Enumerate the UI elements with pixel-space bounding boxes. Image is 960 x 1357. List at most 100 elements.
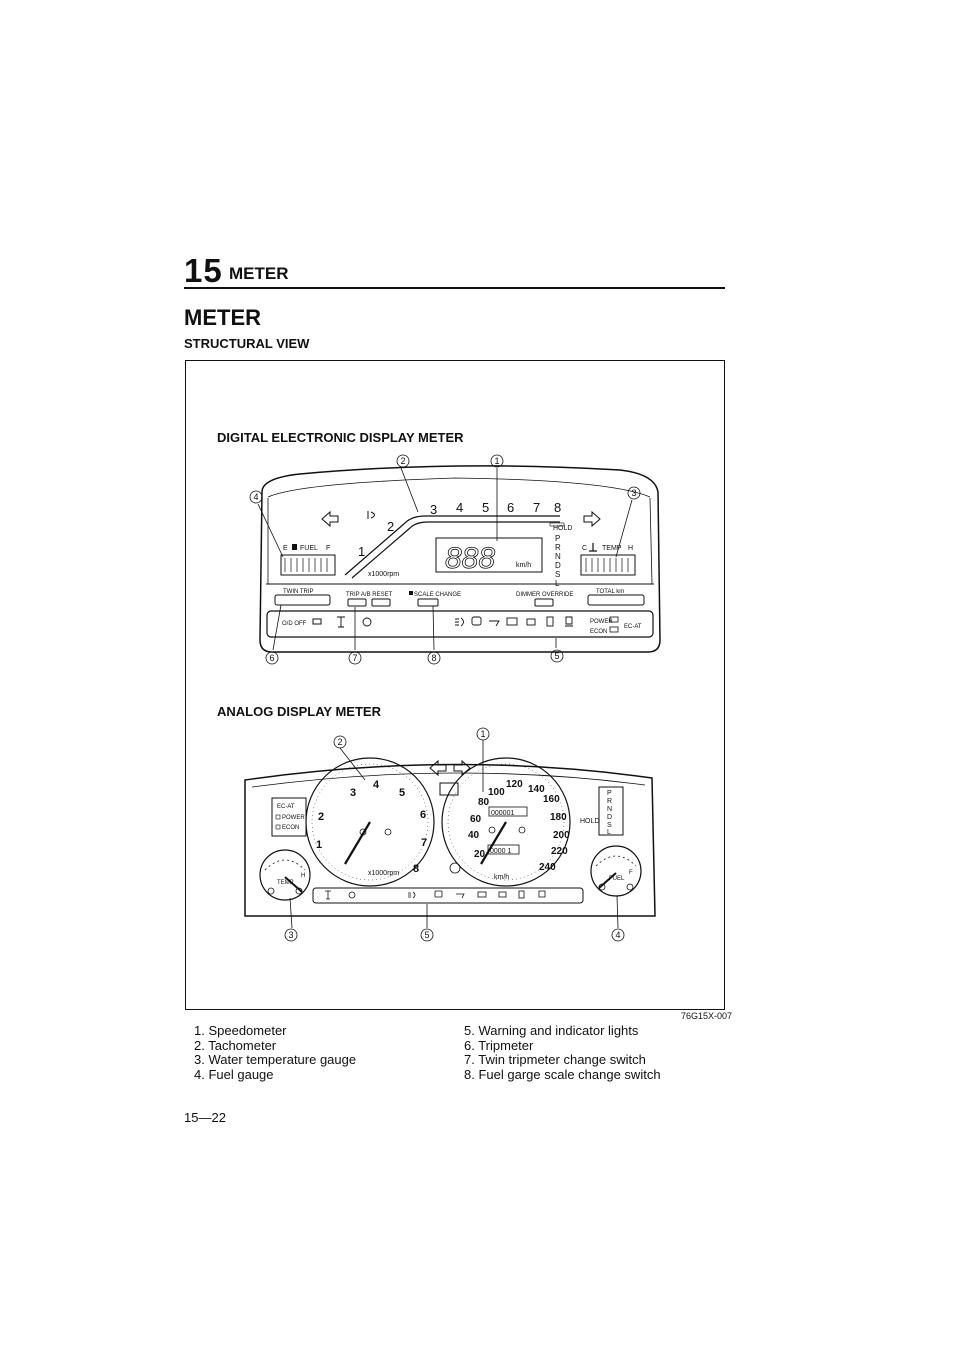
- temp-h-label: H: [628, 545, 633, 552]
- dimmer-override-button[interactable]: [534, 598, 554, 607]
- section-title: METER: [184, 305, 261, 330]
- analog-econ-label: ECON: [282, 825, 299, 831]
- analog-gear-letter: R: [607, 798, 612, 805]
- chapter-number: 15: [184, 252, 223, 289]
- analog-temp-needle: [284, 876, 303, 893]
- callout-8: 8: [431, 653, 436, 663]
- digital-speed-unit: km/h: [516, 562, 531, 569]
- subsection-title: STRUCTURAL VIEW: [184, 336, 310, 351]
- callout-4: 4: [253, 492, 258, 502]
- analog-speed-number: 200: [553, 830, 570, 841]
- digital-tach-number: 2: [387, 519, 394, 534]
- reset-button[interactable]: [371, 598, 391, 607]
- digital-tach-number: 1: [358, 544, 365, 559]
- analog-speedo-ticks: [447, 763, 565, 881]
- callout-5: 5: [554, 651, 559, 661]
- analog-hold-label: HOLD: [580, 818, 599, 825]
- turn-left-icon: [321, 510, 339, 528]
- analog-gear-letter: L: [607, 829, 611, 836]
- callout-2: 2: [400, 456, 405, 466]
- analog-tach-number: 7: [421, 837, 427, 849]
- twin-trip-label: TWIN TRIP: [283, 589, 314, 595]
- odometer-value: 000001: [491, 810, 514, 817]
- dimmer-label: DIMMER OVERRIDE: [516, 592, 573, 598]
- digital-tach-number: 6: [507, 500, 514, 515]
- temp-icon: [589, 543, 597, 552]
- analog-temp-h: H: [301, 873, 305, 879]
- digital-speed-window: [435, 537, 543, 573]
- scale-change-button[interactable]: [417, 598, 439, 607]
- analog-tach-needle: [344, 821, 371, 865]
- gear-letter: N: [555, 552, 561, 561]
- analog-tach-number: 8: [413, 863, 419, 875]
- gear-indicator-box: [598, 786, 624, 836]
- analog-speed-number: 220: [551, 846, 568, 857]
- trip-window: [487, 844, 520, 855]
- analog-fuel-f: F: [629, 870, 633, 876]
- analog-fuel-gauge: [590, 845, 642, 897]
- fuel-pump-icon: [292, 544, 297, 550]
- analog-callout-1: 1: [480, 729, 485, 739]
- twin-trip-display: [274, 594, 331, 606]
- analog-speed-number: 140: [528, 784, 545, 795]
- trip-reset-knob[interactable]: [449, 862, 461, 874]
- analog-tach-number: 5: [399, 787, 405, 799]
- analog-speed-number: 80: [478, 797, 490, 808]
- gear-letter: D: [555, 561, 561, 570]
- digital-tach-number: 4: [456, 500, 463, 515]
- analog-ecat-label: EC-AT: [277, 804, 295, 810]
- ecat-label: EC-AT: [624, 624, 642, 630]
- scale-change-label: SCALE CHANGE: [414, 592, 461, 598]
- analog-tach-number: 4: [373, 779, 380, 791]
- analog-speed-number: 20: [474, 849, 486, 860]
- callout-6: 6: [269, 653, 274, 663]
- analog-speed-number: 60: [470, 814, 482, 825]
- analog-housing: [244, 763, 656, 917]
- gear-letter: S: [555, 570, 560, 579]
- analog-tach-number: 2: [318, 811, 324, 823]
- gear-letter: P: [555, 534, 560, 543]
- scale-change-marker: [409, 591, 413, 595]
- ecat-box: [271, 797, 307, 837]
- digital-tach-number: 5: [482, 500, 489, 515]
- legend-item: 4. Fuel gauge: [194, 1066, 274, 1082]
- total-label: TOTAL km: [596, 589, 624, 595]
- analog-speed-number: 160: [543, 794, 560, 805]
- page-number: 15—22: [184, 1110, 226, 1125]
- analog-callout-2: 2: [337, 737, 342, 747]
- figure-frame: [185, 360, 725, 1010]
- analog-speed-number: 240: [539, 862, 556, 873]
- digital-temp-bar: [580, 554, 636, 576]
- odometer-window: [488, 806, 528, 817]
- legend-item: 8. Fuel garge scale change switch: [464, 1066, 661, 1082]
- legend-item: 2. Tachometer: [194, 1037, 277, 1053]
- total-display: [587, 594, 645, 606]
- od-off-button[interactable]: [312, 618, 322, 625]
- callout-1: 1: [494, 456, 499, 466]
- analog-callout-3: 3: [288, 930, 293, 940]
- legend-item: 6. Tripmeter: [464, 1037, 534, 1053]
- high-beam-indicator: [439, 782, 459, 796]
- analog-speedo-needle: [480, 821, 507, 865]
- analog-warning-panel: [312, 887, 584, 904]
- temp-label: TEMP: [602, 545, 622, 552]
- analog-turn-left-icon: [429, 759, 447, 777]
- gear-letter: L: [555, 579, 560, 588]
- trip-ab-button[interactable]: [347, 598, 367, 607]
- analog-speedo-dial: [441, 757, 571, 887]
- gear-letter: R: [555, 543, 561, 552]
- trip-value: 0000 1: [490, 848, 512, 855]
- analog-temp-gauge: [259, 849, 311, 901]
- analog-fuel-label: FUEL: [609, 876, 625, 882]
- warning-light-panel: [266, 610, 654, 638]
- digital-tach-number: 3: [430, 502, 437, 517]
- analog-temp-label: TEMP: [277, 880, 294, 886]
- warning-icons: [337, 616, 573, 628]
- analog-fuel-needle: [598, 872, 617, 889]
- trip-reset-label: TRIP A/B RESET: [346, 592, 393, 598]
- legend-item: 7. Twin tripmeter change switch: [464, 1052, 646, 1067]
- fuel-label: FUEL: [300, 545, 318, 552]
- digital-fuel-bar: [280, 554, 336, 576]
- callout-3: 3: [631, 488, 636, 498]
